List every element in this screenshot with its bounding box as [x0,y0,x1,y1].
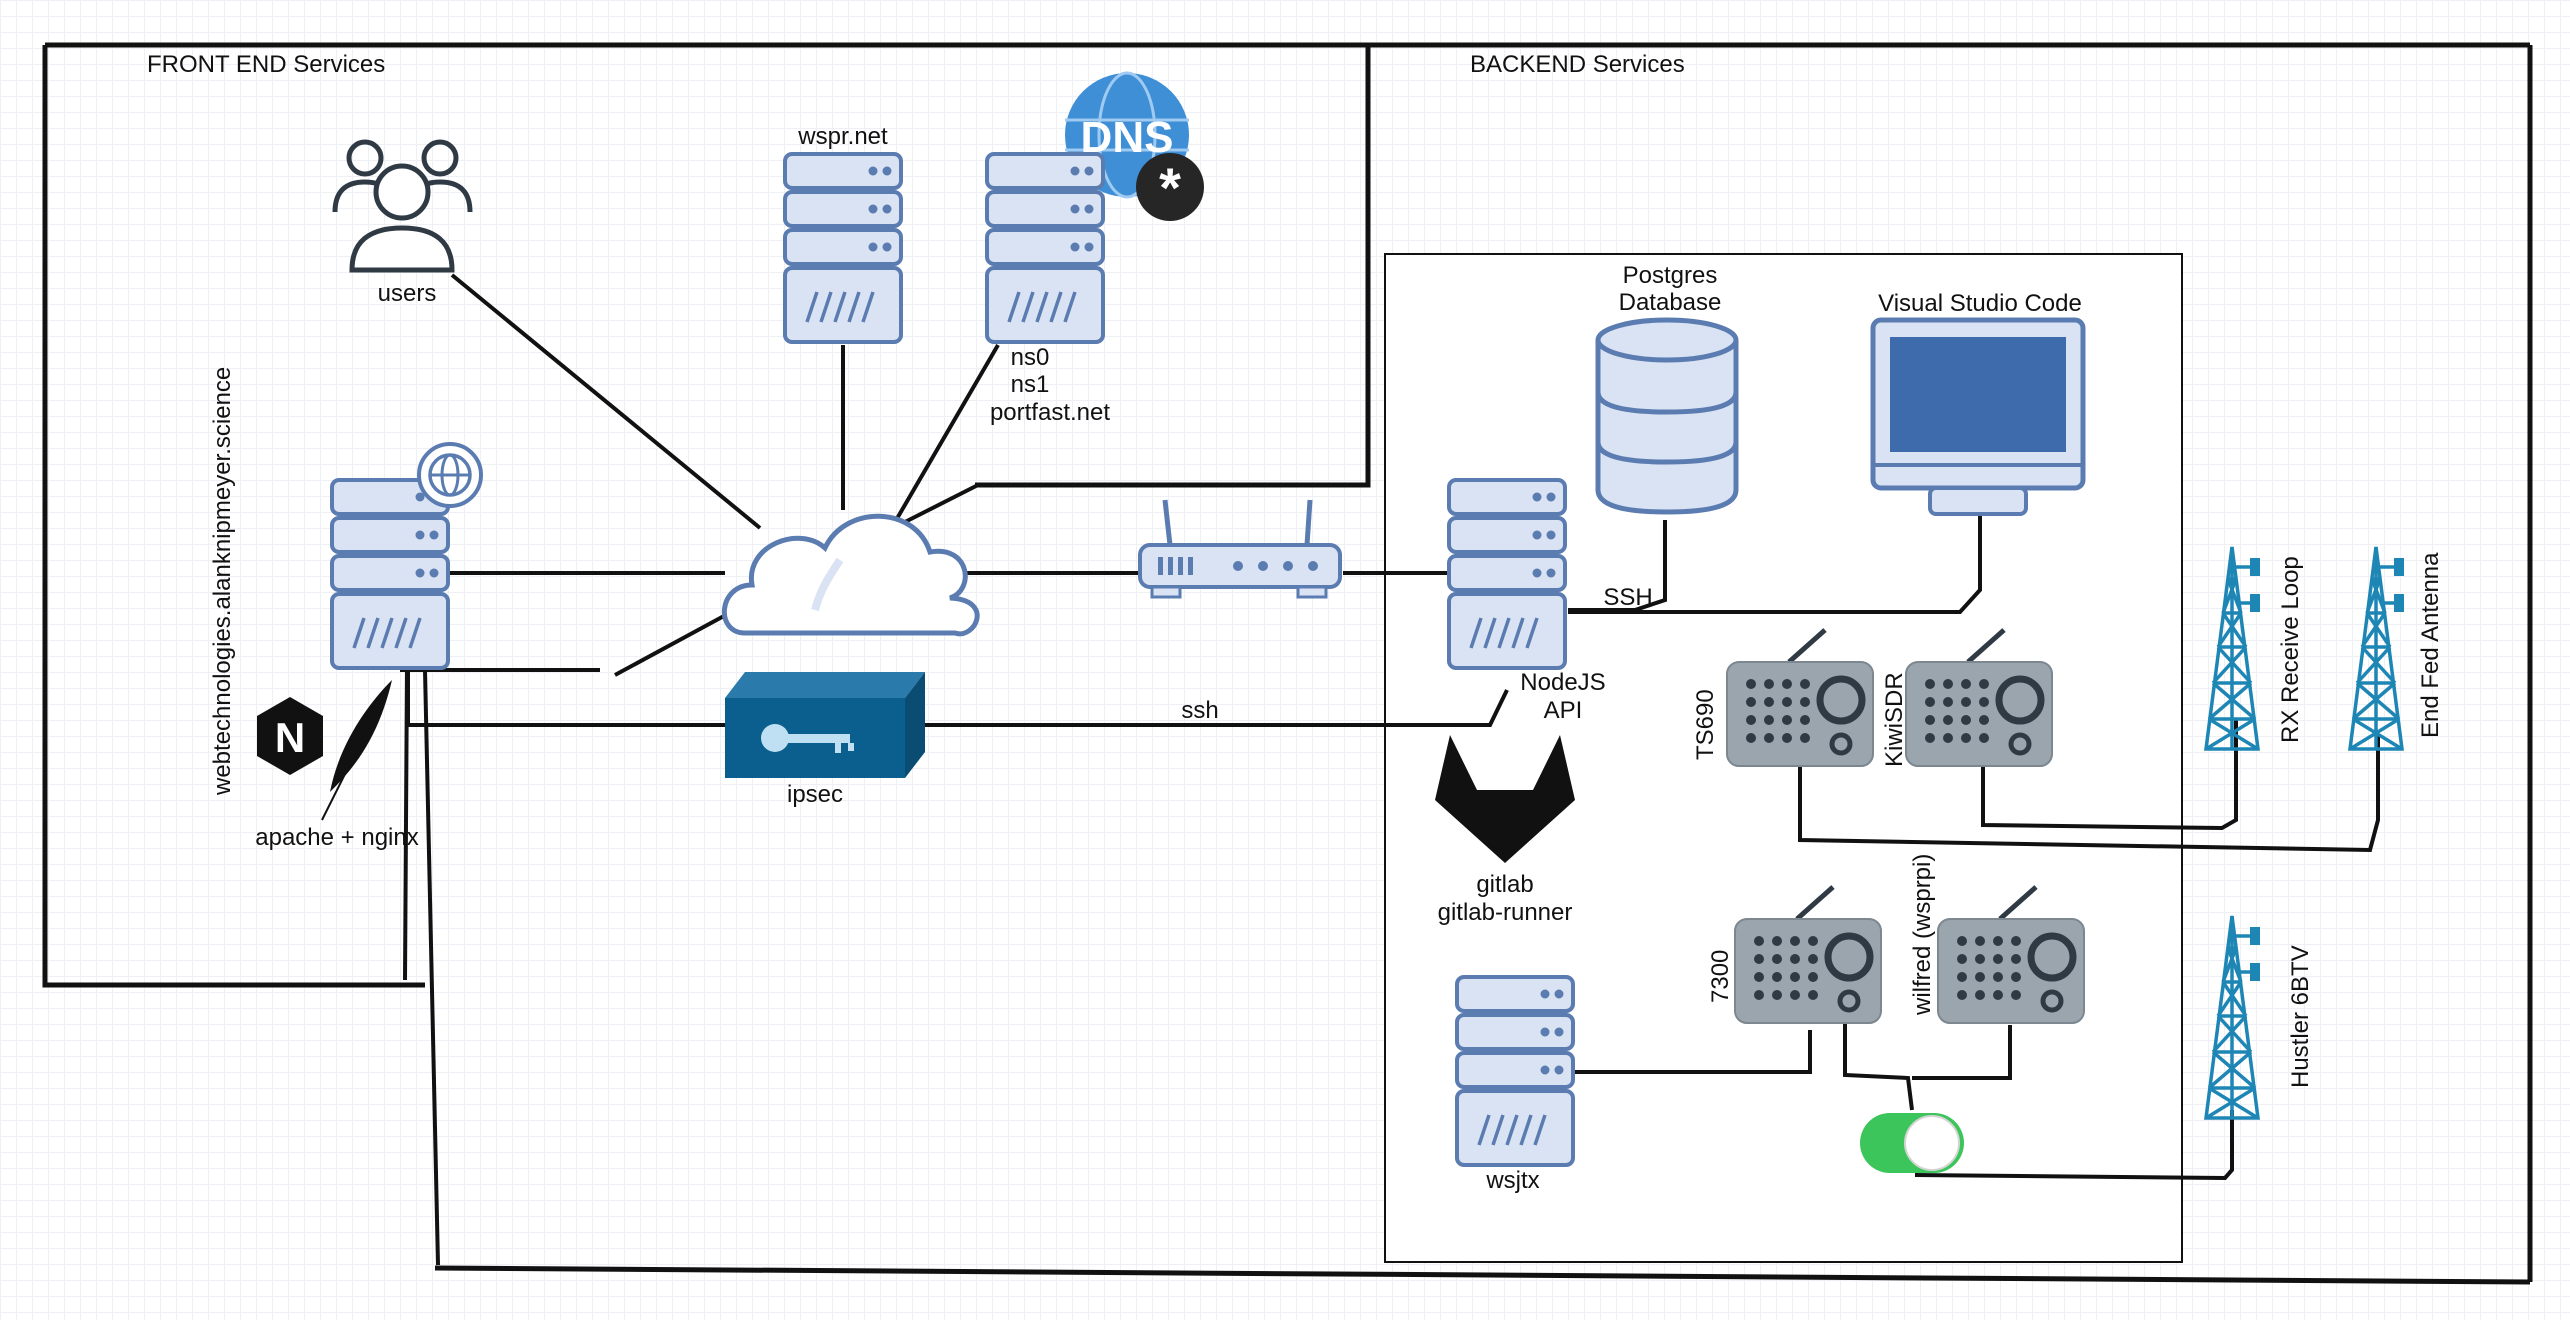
router-icon[interactable] [1138,499,1342,599]
gitlab-label-2: gitlab-runner [1438,899,1573,926]
rx-loop-tower-icon[interactable] [2204,545,2262,751]
apache-feather-icon [321,680,392,821]
apache-nginx-label: apache + nginx [255,824,418,851]
webhost-label: webtechnologies.alanknipmeyer.science [209,367,236,796]
dns-server-icon[interactable] [985,152,1105,344]
ns0-label: ns0 [1011,344,1050,371]
ic7300-label: 7300 [1707,950,1734,1003]
rx-loop-label: RX Receive Loop [2277,556,2304,743]
users-label: users [378,280,437,307]
ns1-label: ns1 [1011,371,1050,398]
backend-header: BACKEND Services [1470,51,1685,78]
gitlab-icon[interactable] [1435,735,1575,863]
svg-text:N: N [275,714,305,761]
ipsec-label: ipsec [787,781,843,808]
postgres-label-1: Postgres [1623,262,1718,289]
backend-frame [434,42,2533,1285]
ts690-label: TS690 [1692,689,1719,760]
nginx-icon: N [257,697,323,775]
gitlab-label-1: gitlab [1476,871,1533,898]
wsjtx-label: wsjtx [1485,1167,1539,1194]
nodejs-label-1: NodeJS [1520,669,1605,696]
ssh-lower-label: ssh [1181,697,1218,724]
cloud-icon[interactable] [721,513,980,637]
hustler-tower-icon[interactable] [2204,914,2262,1120]
database-icon[interactable] [1595,317,1739,515]
asterisk-badge-icon: * [1136,153,1204,221]
end-fed-label: End Fed Antenna [2417,552,2444,738]
users-icon[interactable] [332,139,473,273]
wilfred-label: wilfred (wsprpi) [1909,854,1936,1016]
postgres-label-2: Database [1619,289,1722,316]
web-server-icon[interactable] [330,478,450,670]
wspr-label: wspr.net [797,123,888,150]
globe-icon [417,442,483,508]
antenna-switch-toggle[interactable] [1860,1113,1964,1173]
front-end-frame [42,42,1371,988]
kiwisdr-label: KiwiSDR [1881,672,1908,767]
front-end-header: FRONT END Services [147,51,385,78]
nodejs-server-icon[interactable] [1447,478,1567,670]
wspr-server-icon[interactable] [783,152,903,344]
connections [400,273,2380,1266]
wsjtx-server-icon[interactable] [1455,975,1575,1167]
ssh-upper-label: SSH [1603,584,1652,611]
svg-text:*: * [1159,156,1181,219]
end-fed-tower-icon[interactable] [2348,545,2406,751]
portfast-label: portfast.net [990,399,1110,426]
hustler-label: Hustler 6BTV [2287,945,2314,1088]
nodejs-label-2: API [1544,697,1583,724]
ipsec-key-icon[interactable] [725,672,925,778]
vscode-label: Visual Studio Code [1878,290,2082,317]
monitor-icon[interactable] [1870,317,2086,516]
